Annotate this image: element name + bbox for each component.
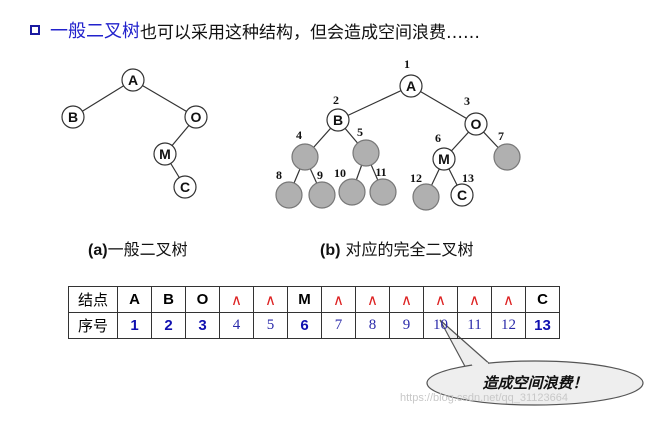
tree-b-empty-node (412, 183, 440, 211)
tree-b-node (464, 112, 488, 136)
caption-a-text: 一般二叉树 (107, 240, 188, 259)
seq-cell: 4 (219, 312, 254, 339)
tree-b-node-number: 3 (464, 94, 470, 108)
tree-b-node-number: 8 (276, 168, 282, 182)
seq-cell: 8 (355, 312, 390, 339)
caption-b-text: 对应的完全二叉树 (340, 240, 474, 259)
tree-a-node (153, 142, 177, 166)
tree-b-node-number: 6 (435, 131, 441, 145)
title-highlight: 一般二叉树 (50, 21, 140, 42)
tree-b-node-label: B (333, 112, 343, 128)
tree-a-node (173, 175, 197, 199)
tree-a-node-label: O (191, 109, 202, 125)
tree-b-node-number: 9 (317, 168, 323, 182)
tree-b-node-number: 11 (375, 165, 386, 179)
callout-text: 造成空间浪费！ (482, 374, 588, 392)
seq-cell: 11 (457, 312, 492, 339)
node-cell: ∧ (457, 286, 492, 313)
title-row: 一般二叉树 也可以采用这种结构，但会造成空间浪费…… (30, 18, 480, 43)
seq-cell: 2 (151, 312, 186, 339)
tree-b-node-number: 10 (334, 166, 346, 180)
tree-b-empty-node (338, 178, 366, 206)
tree-b-empty-node (369, 178, 397, 206)
tree-b-node (399, 74, 423, 98)
node-cell: B (151, 286, 186, 313)
caption-a-prefix: (a) (88, 242, 108, 259)
node-cell: ∧ (423, 286, 458, 313)
seq-cell: 6 (287, 312, 322, 339)
tree-b-node (450, 183, 474, 207)
caption-b-prefix: (b) (320, 242, 341, 259)
tree-b-edge (337, 85, 412, 121)
tree-a-node (61, 105, 85, 129)
tree-a-node-label: C (180, 179, 190, 195)
watermark: https://blog.csdn.net/qq_31123664 (400, 392, 568, 404)
tree-b-node-number: 13 (462, 171, 474, 185)
tree-b-node-label: M (438, 151, 450, 167)
tree-a-node (121, 68, 145, 92)
tree-b-node-label: O (471, 116, 482, 132)
node-cell: A (117, 286, 152, 313)
tree-a-node-label: A (128, 72, 138, 88)
seq-cell: 3 (185, 312, 220, 339)
title-rest: 也可以采用这种结构，但会造成空间浪费…… (140, 22, 480, 43)
tree-b-node-number: 2 (333, 93, 339, 107)
tree-b-empty-node (291, 143, 319, 171)
seq-cell: 13 (525, 312, 560, 339)
tree-b-node-number: 1 (404, 57, 410, 71)
seq-cell: 9 (389, 312, 424, 339)
tree-b-node (326, 108, 350, 132)
tree-b-node-number: 7 (498, 129, 504, 143)
seq-cell: 10 (423, 312, 458, 339)
tree-b-empty-node (352, 139, 380, 167)
seq-cell: 1 (117, 312, 152, 339)
tree-b-empty-node (308, 181, 336, 209)
tree-a-node (184, 105, 208, 129)
tree-b-node-number: 12 (410, 171, 422, 185)
node-cell: O (185, 286, 220, 313)
tree-b-node-label: C (457, 187, 467, 203)
node-cell: C (525, 286, 560, 313)
tree-a-node-label: M (159, 146, 171, 162)
tree-b-node-number: 4 (296, 128, 302, 142)
tree-b-empty-node (493, 143, 521, 171)
caption-complete-tree: (b) 对应的完全二叉树 (320, 236, 474, 260)
tree-b-node (432, 147, 456, 171)
tree-b-node-label: A (406, 78, 416, 94)
node-cell: ∧ (389, 286, 424, 313)
node-row-header: 结点 (68, 286, 118, 313)
tree-b-empty-node (275, 181, 303, 209)
tree-a-edge (72, 79, 134, 118)
seq-row-header: 序号 (68, 312, 118, 339)
caption-general-tree: (a)一般二叉树 (88, 236, 188, 260)
node-cell: ∧ (253, 286, 288, 313)
tree-b-edge (410, 85, 477, 125)
bullet-square-icon (30, 25, 40, 35)
callout-bubble (426, 360, 644, 406)
node-cell: ∧ (491, 286, 526, 313)
node-cell: ∧ (321, 286, 356, 313)
tree-a-node-label: B (68, 109, 78, 125)
tree-b-node-number: 5 (357, 125, 363, 139)
seq-cell: 7 (321, 312, 356, 339)
seq-cell: 12 (491, 312, 526, 339)
tree-a-edge (132, 79, 197, 118)
node-cell: ∧ (219, 286, 254, 313)
node-cell: ∧ (355, 286, 390, 313)
node-cell: M (287, 286, 322, 313)
seq-cell: 5 (253, 312, 288, 339)
